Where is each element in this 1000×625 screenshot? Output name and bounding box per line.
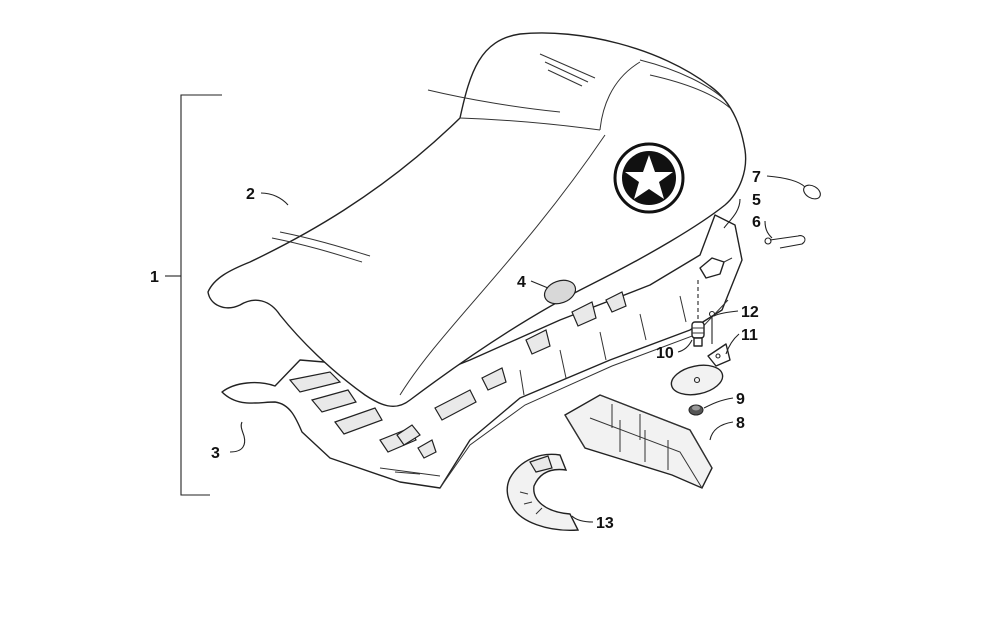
- callout-13: 13: [596, 515, 614, 532]
- badge-part: [543, 279, 577, 305]
- callout-3: 3: [211, 445, 220, 462]
- latch-bracket-part: [699, 257, 733, 279]
- plate-bracket-part: [707, 343, 731, 367]
- curved-strip-part: [506, 453, 580, 531]
- nut-part: [688, 404, 704, 416]
- stud-part: [691, 321, 705, 347]
- clip-part: [764, 235, 806, 249]
- callout-11: 11: [741, 327, 758, 344]
- callout-9: 9: [736, 391, 745, 408]
- callout-7: 7: [752, 169, 761, 186]
- pin-part: [708, 310, 716, 344]
- star-emblem-icon: [613, 142, 685, 214]
- seat-base-pan: [221, 214, 743, 489]
- mounting-plate-part: [670, 364, 724, 396]
- seat-cushion: [207, 32, 747, 408]
- callout-5: 5: [752, 192, 761, 209]
- foam-block-part: [564, 394, 713, 489]
- callout-4: 4: [517, 274, 526, 291]
- callout-1: 1: [150, 269, 159, 286]
- callout-2: 2: [246, 186, 255, 203]
- assembly-bracket: [165, 94, 222, 496]
- ring-part: [803, 184, 821, 200]
- callout-8: 8: [736, 415, 745, 432]
- callout-labels: 1 2 3 4 5 6 7 8 9 10 11 12 13: [150, 169, 761, 532]
- callout-12: 12: [741, 304, 759, 321]
- callout-10: 10: [656, 345, 674, 362]
- callout-6: 6: [752, 214, 761, 231]
- leader-lines: [229, 175, 806, 523]
